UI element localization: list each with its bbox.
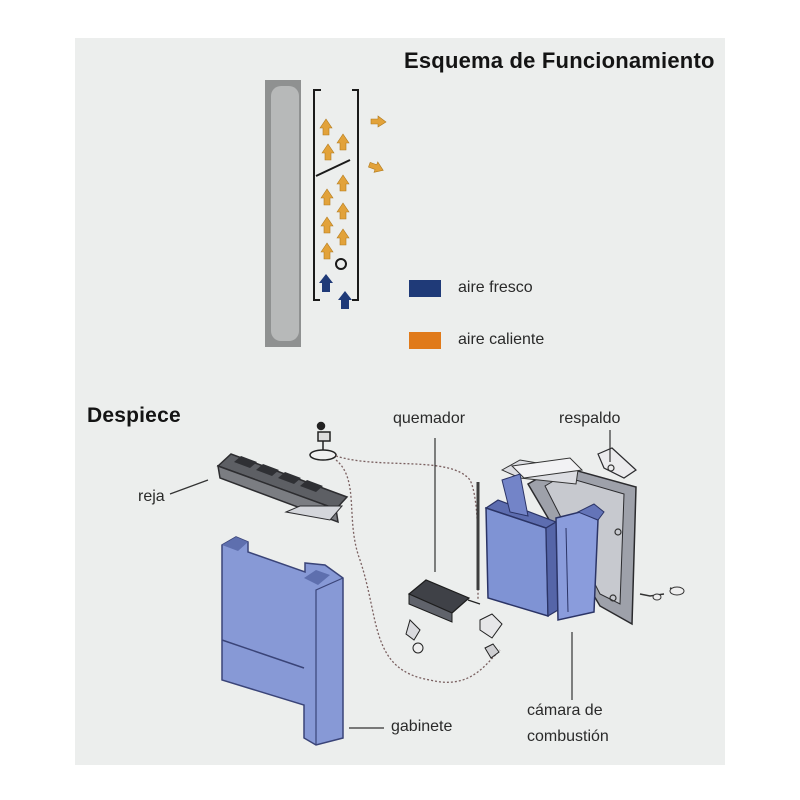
hot-air-arrows bbox=[319, 115, 387, 260]
fresh-air-arrows bbox=[319, 274, 352, 309]
part-label-camara-1: cámara de bbox=[527, 702, 603, 719]
wall bbox=[265, 80, 301, 347]
heater-profile bbox=[313, 89, 359, 301]
part-label-quemador: quemador bbox=[393, 410, 466, 427]
legend-item-fresh-air: aire fresco bbox=[458, 279, 533, 296]
burner bbox=[405, 579, 503, 659]
part-label-reja: reja bbox=[138, 488, 165, 505]
cabinet bbox=[221, 536, 344, 746]
legend-item-hot-air: aire caliente bbox=[458, 331, 545, 348]
part-label-camara-2: combustión bbox=[527, 728, 609, 745]
part-label-gabinete: gabinete bbox=[391, 718, 453, 735]
combustion-chamber bbox=[484, 457, 605, 621]
hot-air-swatch bbox=[409, 332, 441, 349]
fresh-air-swatch bbox=[409, 280, 441, 297]
schema-title: Esquema de Funcionamiento bbox=[404, 48, 715, 73]
valve-knob bbox=[309, 421, 337, 461]
grille bbox=[216, 453, 349, 524]
part-label-respaldo: respaldo bbox=[559, 410, 621, 427]
diagram-panel bbox=[75, 38, 725, 765]
reja-leader bbox=[169, 479, 209, 495]
section-title: Despiece bbox=[87, 404, 181, 427]
